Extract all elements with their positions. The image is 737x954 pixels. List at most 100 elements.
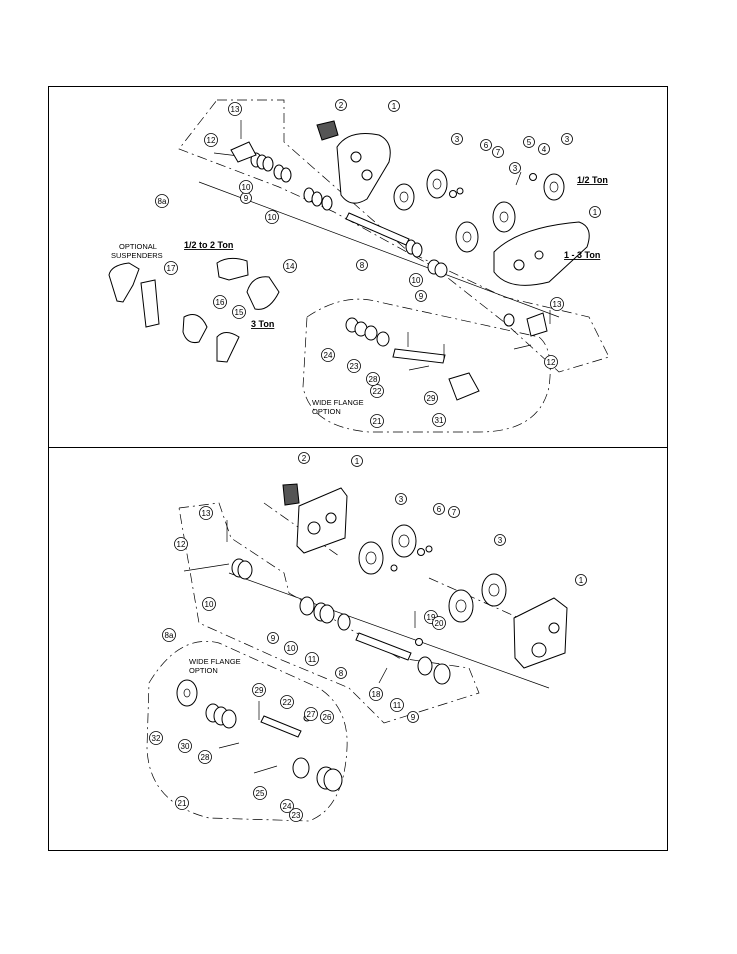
plate-hole — [308, 522, 320, 534]
optional-suspenders-label-1: OPTIONAL — [119, 242, 157, 251]
callout-number: 21 — [373, 417, 382, 426]
plate-hole — [549, 623, 559, 633]
callout-number: 24 — [283, 802, 292, 811]
plate-hole — [351, 152, 361, 162]
callout-number: 12 — [547, 358, 556, 367]
callout-number: 9 — [411, 713, 416, 722]
callout-number: 10 — [205, 600, 214, 609]
callout-number: 7 — [496, 148, 501, 157]
top-exploded-diagram: 12333456788a9910101012121313141516172122… — [49, 87, 669, 449]
callout-number: 10 — [287, 644, 296, 653]
callout-number: 1 — [392, 102, 397, 111]
three-ton-label: 3 Ton — [251, 319, 274, 329]
nut-part — [391, 565, 397, 571]
nut-part — [530, 174, 537, 181]
pin-part — [516, 172, 521, 185]
one-to-three-ton-label: 1 - 3 Ton — [564, 250, 600, 260]
suspender-part — [109, 263, 139, 302]
callout-number: 26 — [323, 713, 332, 722]
callout-number: 3 — [513, 164, 518, 173]
callout-number: 10 — [412, 276, 421, 285]
callout-number: 3 — [498, 536, 503, 545]
callout-number: 8a — [165, 631, 174, 640]
callout-number: 23 — [350, 362, 359, 371]
top-exploded-view-panel: 12333456788a9910101012121313141516172122… — [48, 86, 668, 448]
axle-shaft — [356, 633, 411, 660]
side-plate-left — [297, 488, 347, 553]
callout-number: 9 — [419, 292, 424, 301]
bolt-part — [379, 668, 387, 683]
callout-number: 22 — [283, 698, 292, 707]
plate-hole — [326, 513, 336, 523]
callout-number: 28 — [369, 375, 378, 384]
bolt-part — [184, 564, 229, 571]
callout-number: 22 — [373, 387, 382, 396]
washer-part — [418, 549, 425, 556]
callout-number: 6 — [437, 505, 442, 514]
callout-number: 10 — [242, 183, 251, 192]
wide-flange-label-2: OPTION — [189, 666, 218, 675]
callout-number: 21 — [178, 799, 187, 808]
plate-hole — [362, 170, 372, 180]
suspender-part — [183, 315, 207, 343]
callout-number: 1 — [355, 457, 360, 466]
wide-flange-parts — [346, 318, 479, 400]
wide-flange-boundary — [147, 641, 347, 821]
callout-number: 24 — [324, 351, 333, 360]
nut-part — [426, 546, 432, 552]
cover-part — [283, 484, 299, 505]
callout-number: 13 — [553, 300, 562, 309]
bolt-part — [514, 345, 531, 349]
callout-number: 11 — [308, 655, 317, 664]
spacer-part — [527, 313, 547, 336]
callout-number: 17 — [167, 264, 176, 273]
callout-number: 27 — [307, 710, 316, 719]
callout-number: 9 — [244, 194, 249, 203]
callout-number: 15 — [235, 308, 244, 317]
suspender-part — [217, 258, 248, 280]
callout-number: 3 — [565, 135, 570, 144]
callout-number: 28 — [201, 753, 210, 762]
optional-suspenders-label-2: SUSPENDERS — [111, 251, 163, 260]
callout-number: 30 — [181, 742, 190, 751]
callout-number: 2 — [302, 454, 307, 463]
side-plate-left — [337, 134, 390, 204]
wheel-assembly — [359, 525, 506, 622]
washer-part — [450, 191, 457, 198]
nut-part — [416, 639, 423, 646]
callout-number: 18 — [372, 690, 381, 699]
callout-number: 9 — [271, 634, 276, 643]
plate-hole — [535, 251, 543, 259]
suspender-part — [141, 280, 159, 327]
bearing-part — [238, 561, 252, 579]
callout-number: 6 — [484, 141, 489, 150]
callout-number: 23 — [292, 811, 301, 820]
callout-number: 1 — [593, 208, 598, 217]
callout-number: 8a — [158, 197, 167, 206]
cover-part — [317, 121, 338, 140]
callout-number: 20 — [435, 619, 444, 628]
callout-number: 11 — [393, 701, 402, 710]
half-to-two-ton-label: 1/2 to 2 Ton — [184, 240, 233, 250]
callout-number: 8 — [339, 669, 344, 678]
callout-number: 16 — [216, 298, 225, 307]
wide-flange-label-2: OPTION — [312, 407, 341, 416]
callout-number: 4 — [542, 145, 547, 154]
callout-number: 29 — [255, 686, 264, 695]
nut-part — [457, 188, 463, 194]
callout-number: 8 — [360, 261, 365, 270]
callout-number: 12 — [177, 540, 186, 549]
suspender-part — [217, 333, 239, 363]
callout-number: 2 — [339, 101, 344, 110]
callout-number: 13 — [202, 509, 211, 518]
callout-number: 31 — [435, 416, 444, 425]
callout-number: 29 — [427, 394, 436, 403]
suspender-part — [247, 277, 279, 310]
callout-number: 13 — [231, 105, 240, 114]
callout-number: 3 — [455, 135, 460, 144]
callout-number: 7 — [452, 508, 457, 517]
side-plate-right — [514, 598, 567, 668]
half-ton-label: 1/2 Ton — [577, 175, 608, 185]
callout-number: 3 — [399, 495, 404, 504]
